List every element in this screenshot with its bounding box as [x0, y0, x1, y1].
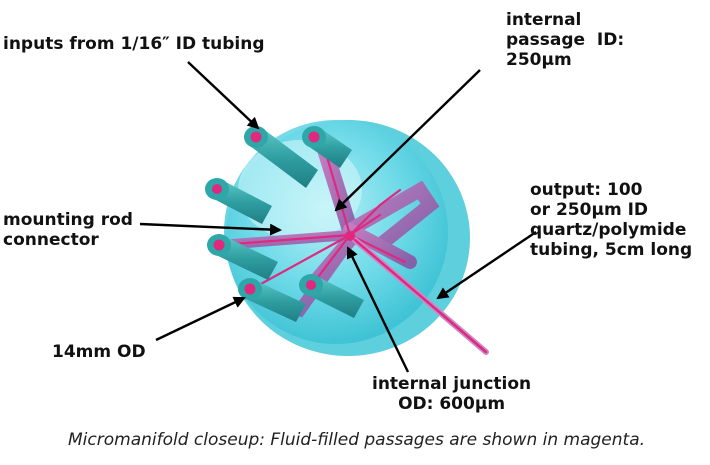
input-tubes — [205, 126, 364, 322]
label-internal-passage: internal passage ID: 250µm — [506, 10, 625, 70]
input-tube-6 — [299, 274, 364, 318]
arrow-output — [436, 231, 537, 300]
label-output: output: 100 or 250µm ID quartz/polymide … — [530, 180, 693, 260]
fluid-port-1 — [250, 131, 262, 143]
input-tube-2 — [302, 126, 352, 168]
arrow-od — [155, 296, 246, 342]
figure-caption: Micromanifold closeup: Fluid-filled pass… — [68, 430, 646, 450]
label-inputs: inputs from 1/16″ ID tubing — [3, 34, 265, 54]
input-tube-4 — [207, 234, 278, 280]
input-tube-1 — [244, 126, 318, 188]
internal-junction-node — [345, 231, 355, 241]
label-junction: internal junction OD: 600µm — [372, 374, 532, 414]
label-mounting-rod: mounting rod connector — [3, 210, 133, 250]
arrow-junction — [346, 246, 410, 373]
input-tube-5 — [238, 278, 306, 322]
callout-arrows — [139, 61, 537, 373]
arrow-internal-passage — [334, 69, 481, 212]
fluid-port-5 — [244, 283, 256, 295]
fluid-port-4 — [213, 239, 225, 251]
label-od: 14mm OD — [52, 342, 146, 362]
arrow-inputs — [187, 61, 260, 130]
arrow-mounting-rod — [139, 222, 282, 236]
fluid-port-3 — [212, 184, 222, 194]
input-tube-3 — [205, 178, 272, 224]
fluid-port-2 — [308, 131, 320, 143]
fluid-port-6 — [306, 280, 316, 290]
output-tubing — [352, 237, 489, 355]
